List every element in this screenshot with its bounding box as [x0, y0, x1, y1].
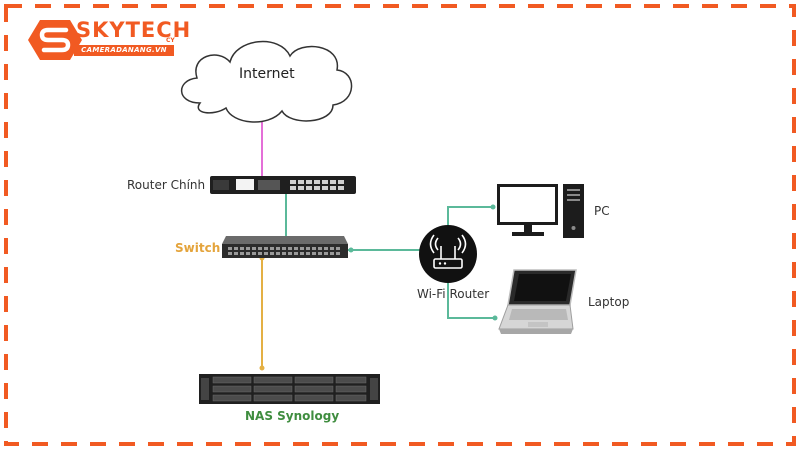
link-wifi-laptop — [447, 276, 495, 319]
internet-label: Internet — [239, 66, 295, 82]
dashed-border — [4, 4, 796, 446]
nas-rack-icon — [199, 374, 380, 404]
brand-name: SKYTECH — [76, 18, 192, 42]
main-router-label: Router Chính — [127, 178, 206, 192]
laptop-label: Laptop — [588, 295, 630, 309]
wifi-router-label: Wi-Fi Router — [417, 287, 490, 301]
router-rack-icon — [210, 176, 356, 194]
link-dot — [492, 315, 498, 321]
brand-website: CAMERADANANG.VN — [74, 45, 174, 56]
network-switch-icon — [222, 236, 348, 258]
s-badge-icon — [28, 20, 82, 60]
wifi-router-icon — [419, 225, 477, 283]
brand-logo: SKYTECH CY CAMERADANANG.VN — [28, 18, 190, 62]
link-dot — [348, 247, 354, 253]
laptop-icon — [498, 269, 577, 334]
link-dot — [490, 204, 496, 210]
link-wifi-pc — [447, 206, 493, 232]
switch-label: Switch — [175, 241, 221, 255]
nas-label: NAS Synology — [245, 409, 340, 423]
brand-suffix: CY — [166, 37, 175, 44]
link-dot — [259, 365, 265, 371]
pc-label: PC — [594, 204, 610, 218]
cloud-icon — [180, 40, 353, 123]
desktop-pc-icon — [497, 184, 584, 238]
